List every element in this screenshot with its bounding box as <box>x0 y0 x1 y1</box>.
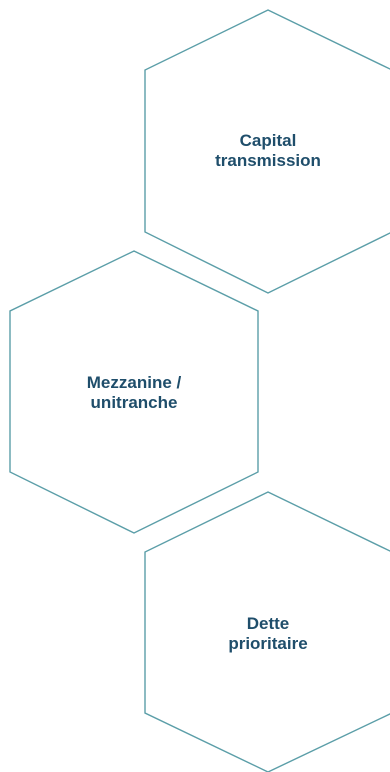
label-line: Capital <box>239 131 297 150</box>
label-line: unitranche <box>90 393 178 412</box>
hexagon-dette-prioritaire <box>144 491 390 772</box>
label-line: transmission <box>215 151 321 170</box>
label-line: Mezzanine / <box>86 373 182 392</box>
label-line: prioritaire <box>228 634 308 653</box>
hexagon-capital-transmission <box>144 9 390 294</box>
label-dette-prioritaire: Dette prioritaire <box>193 614 343 654</box>
label-line: Dette <box>246 614 290 633</box>
label-mezzanine-unitranche: Mezzanine / unitranche <box>59 373 209 413</box>
label-capital-transmission: Capital transmission <box>193 131 343 171</box>
hexagon-mezzanine-unitranche <box>9 250 259 534</box>
